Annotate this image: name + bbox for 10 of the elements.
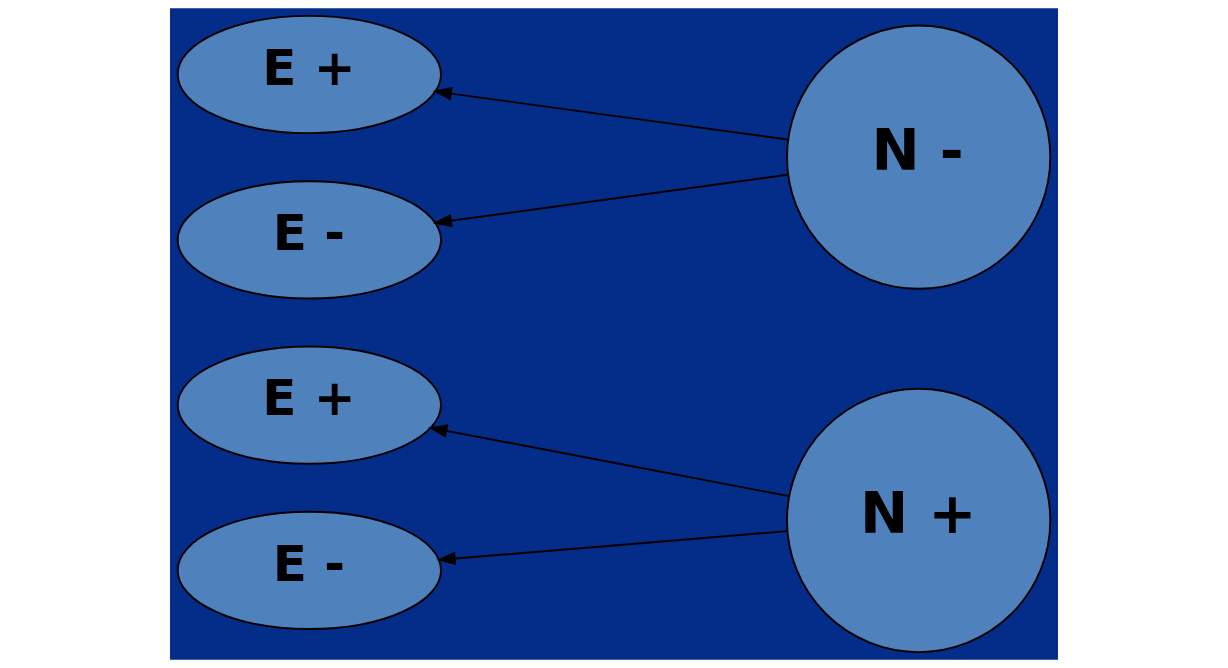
node-circle: N + <box>786 387 1052 654</box>
arrow <box>428 424 790 498</box>
node-circle: N - <box>786 24 1052 290</box>
node-ellipse: E - <box>176 510 442 630</box>
arrow <box>436 530 788 566</box>
node-ellipse: E + <box>176 345 442 465</box>
arrow <box>432 87 789 141</box>
arrow <box>432 173 789 228</box>
node-ellipse: E + <box>176 14 442 135</box>
node-ellipse: E - <box>176 180 442 300</box>
